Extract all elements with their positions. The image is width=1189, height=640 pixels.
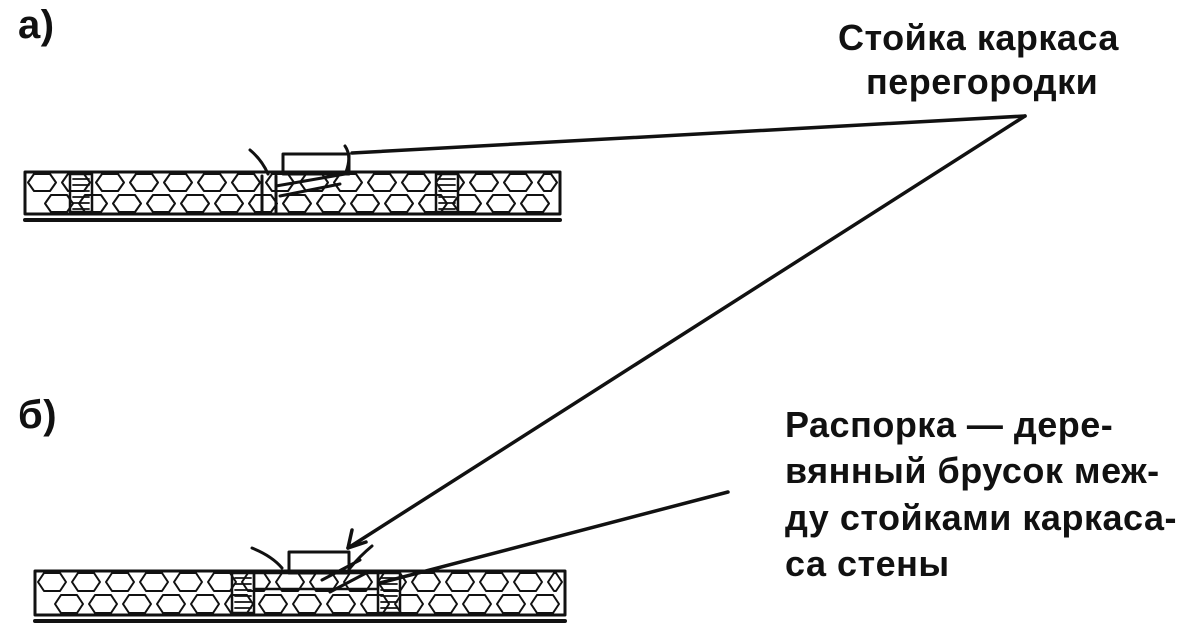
- wall-b-wall-stud-right: [376, 571, 402, 615]
- insulation-cell: [367, 173, 397, 192]
- stud-leader-to-a: [350, 114, 1027, 155]
- insulation-cell: [326, 594, 356, 614]
- wall-a-wall-stud-left: [68, 172, 94, 214]
- insulation-cell: [350, 194, 380, 213]
- spacer-label-line-4: са стены: [785, 543, 950, 584]
- insulation-cell: [122, 594, 152, 614]
- insulation-cell: [316, 194, 346, 213]
- insulation-cell: [428, 594, 458, 614]
- insulation-cell: [462, 594, 492, 614]
- insulation-cell: [129, 173, 159, 192]
- wall-b-wall-stud-left: [230, 571, 256, 615]
- insulation-cell: [61, 173, 91, 192]
- insulation-cell: [537, 173, 558, 192]
- stud-leader-to-b: [346, 114, 1027, 550]
- stud-hatching: [234, 577, 252, 609]
- leader-lines: [346, 114, 1027, 585]
- wall-a-stud-fastening: [248, 144, 351, 214]
- insulation-cell: [520, 194, 550, 213]
- insulation-cell: [282, 194, 312, 213]
- wall-section-b: [33, 544, 567, 623]
- insulation-cell: [547, 572, 563, 592]
- insulation-cell: [231, 173, 261, 192]
- insulation-cell: [503, 173, 533, 192]
- wall-b-insulation-cells: [37, 572, 563, 614]
- insulation-cell: [469, 173, 499, 192]
- stud-hatching: [438, 178, 456, 210]
- insulation-cell: [360, 594, 390, 614]
- wall-a-outline: [23, 170, 562, 216]
- insulation-cell: [71, 572, 101, 592]
- insulation-cell: [207, 572, 237, 592]
- insulation-cell: [173, 572, 203, 592]
- insulation-cell: [163, 173, 193, 192]
- panel-b-letter: б): [18, 393, 57, 437]
- insulation-cell: [486, 194, 516, 213]
- stud-label-line-2: перегородки: [866, 61, 1098, 102]
- insulation-cell: [513, 572, 543, 592]
- spacer-label-line-3: ду стойками каркаса-: [785, 497, 1177, 538]
- insulation-cell: [190, 594, 220, 614]
- stud-hatching: [72, 178, 90, 210]
- insulation-cell: [496, 594, 526, 614]
- spacer-label-line-1: Распорка — дере-: [785, 404, 1113, 445]
- insulation-cell: [224, 594, 254, 614]
- insulation-cell: [37, 572, 67, 592]
- insulation-cell: [214, 194, 244, 213]
- insulation-cell: [445, 572, 475, 592]
- insulation-cell: [105, 572, 135, 592]
- insulation-cell: [156, 594, 186, 614]
- insulation-cell: [401, 173, 431, 192]
- spacer-label-line-2: вянный брусок меж-: [785, 450, 1160, 491]
- insulation-cell: [95, 173, 125, 192]
- insulation-cell: [435, 173, 465, 192]
- insulation-cell: [88, 594, 118, 614]
- insulation-cell: [27, 173, 57, 192]
- insulation-cell: [292, 594, 322, 614]
- stud-leader-arrowhead: [346, 528, 368, 550]
- stud-label-line-1: Стойка каркаса: [838, 17, 1119, 58]
- wall-section-a: [23, 144, 562, 222]
- insulation-cell: [384, 194, 414, 213]
- insulation-cell: [112, 194, 142, 213]
- insulation-cell: [479, 572, 509, 592]
- wall-b-outline: [33, 569, 567, 617]
- spacer-leader: [378, 490, 730, 585]
- insulation-cell: [197, 173, 227, 192]
- wall-b-stud-fastening: [250, 544, 374, 594]
- stud-label: Стойка каркаса перегородки: [838, 17, 1119, 102]
- insulation-cell: [530, 594, 560, 614]
- panel-a-letter: а): [18, 3, 55, 47]
- wall-a-wall-stud-right: [434, 172, 460, 214]
- insulation-cell: [54, 594, 84, 614]
- spacer-label: Распорка — дере- вянный брусок меж- ду с…: [785, 404, 1177, 584]
- insulation-cell: [411, 572, 441, 592]
- wall-b-partition-stud: [287, 550, 351, 575]
- insulation-cell: [146, 194, 176, 213]
- insulation-cell: [258, 594, 288, 614]
- insulation-cell: [139, 572, 169, 592]
- insulation-cell: [180, 194, 210, 213]
